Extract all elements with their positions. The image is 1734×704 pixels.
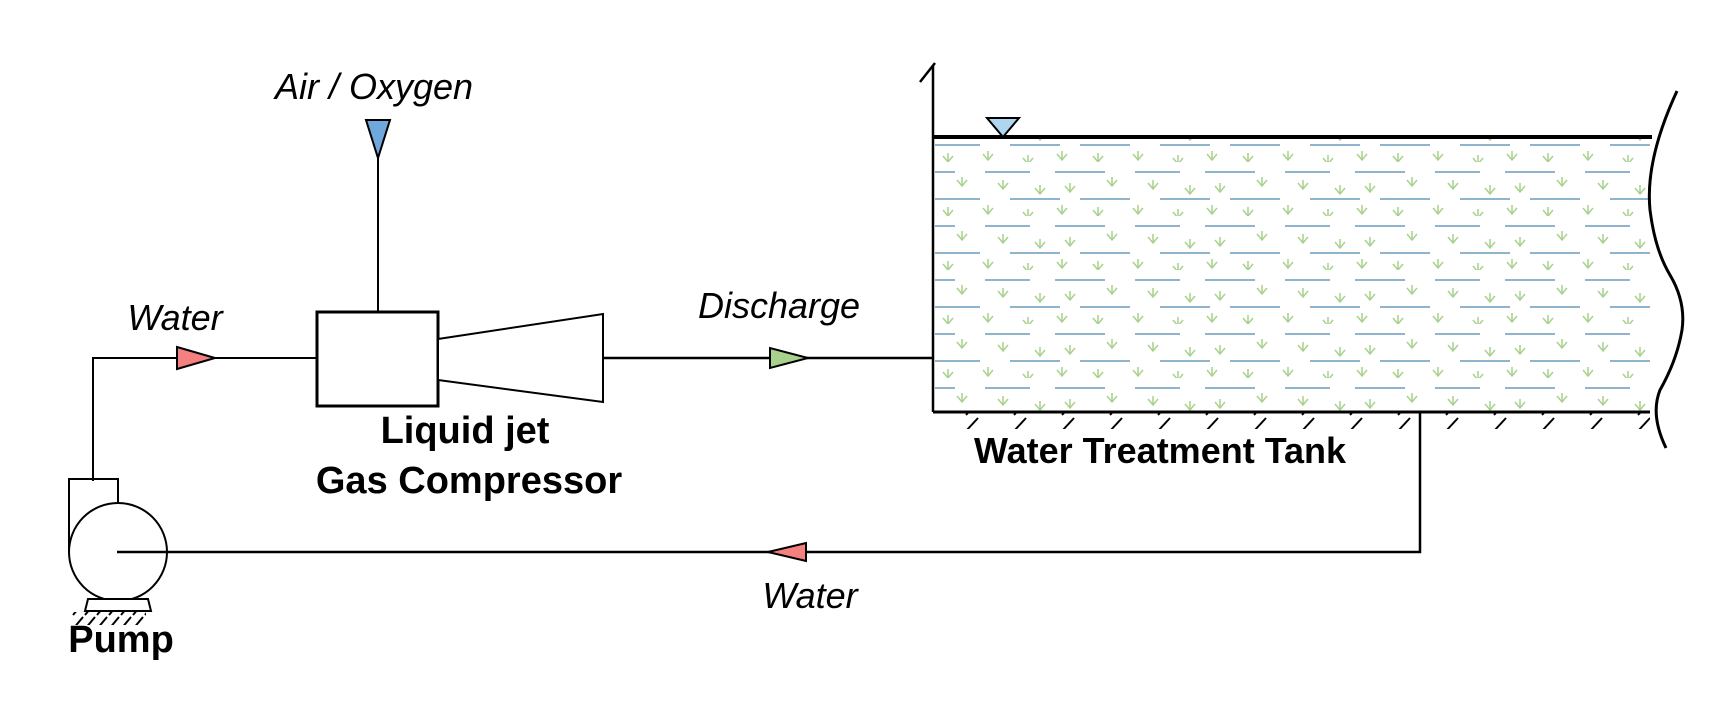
pump-base-hatching [72,612,146,625]
tank-break-line [1647,90,1685,449]
compressor-label-line1: Liquid jet [381,410,550,452]
water-return-line: Water [117,412,1422,616]
water-feed-label: Water [127,297,224,338]
gas-inlet-arrow-icon [364,119,392,162]
treatment-tank: Water Treatment Tank [919,55,1734,471]
tank-wall-top-tick [919,62,936,83]
compressor-diffuser-nozzle [437,312,604,404]
water-return-label: Water [762,575,859,616]
tank-break-mask [1649,55,1734,448]
water-feed-line: Water [92,297,317,481]
water-feed-arrow-icon [176,345,219,371]
discharge-line: Discharge [603,285,933,370]
compressor-label-line2: Gas Compressor [316,460,622,502]
pump: Pump [68,478,174,661]
water-return-arrow-icon [767,541,807,563]
gas-inlet-label: Air / Oxygen [273,66,473,107]
pump-volute [68,478,119,552]
tank-water-body [935,139,1650,411]
discharge-label: Discharge [698,285,860,326]
pump-label: Pump [68,619,174,661]
water-level-symbol-icon [984,117,1022,139]
water-return-pipe [117,412,1422,554]
compressor-motive-chamber [315,310,440,408]
water-feed-pipe [92,357,317,481]
pump-base [83,598,153,612]
compressor: Liquid jet Gas Compressor [315,310,622,502]
gas-inlet: Air / Oxygen [273,66,473,312]
tank-ground-hatching [938,413,1650,429]
discharge-arrow-icon [769,346,812,370]
tank-label: Water Treatment Tank [974,430,1347,471]
